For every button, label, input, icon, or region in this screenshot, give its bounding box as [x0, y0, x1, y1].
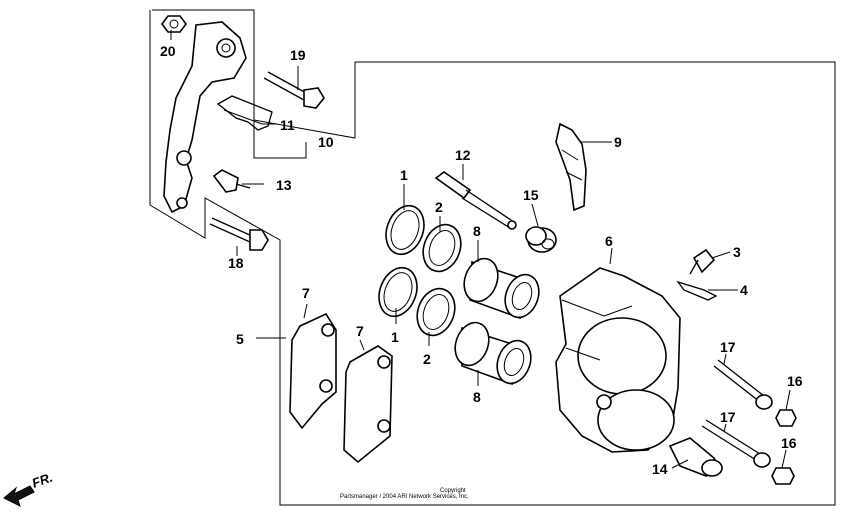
pad-retainer — [555, 122, 587, 212]
callout-3: 3 — [733, 244, 741, 260]
callout-11: 11 — [280, 117, 295, 133]
callout-20: 20 — [160, 43, 176, 59]
copyright-notice: Copyright Partsmanager / 2004 ARI Networ… — [340, 488, 469, 500]
callout-9: 9 — [614, 134, 622, 150]
callout-2a: 2 — [435, 199, 443, 215]
callout-7b: 7 — [356, 323, 364, 339]
callout-8a: 8 — [473, 223, 481, 239]
callout-4: 4 — [740, 282, 748, 298]
callout-17b: 17 — [720, 409, 736, 425]
callout-1a: 1 — [400, 167, 408, 183]
callout-13: 13 — [276, 177, 292, 193]
callout-16b: 16 — [781, 435, 797, 451]
caliper-pin-bolt — [434, 171, 517, 230]
callout-12: 12 — [455, 147, 471, 163]
callout-18: 18 — [228, 255, 244, 271]
callout-2b: 2 — [423, 351, 431, 367]
pin-nuts — [771, 409, 797, 485]
callout-14: 14 — [652, 461, 668, 477]
leader-lines — [170, 30, 791, 469]
bracket-nut — [161, 15, 187, 33]
front-direction-label: FR. — [30, 470, 55, 491]
callout-6: 6 — [605, 233, 613, 249]
pad-pins — [701, 359, 773, 468]
caliper-pistons — [454, 257, 540, 386]
callout-5: 5 — [236, 331, 244, 347]
front-arrow-icon — [3, 485, 35, 507]
bleed-valve-and-cap — [676, 248, 718, 301]
front-direction-indicator: FR. — [3, 470, 55, 507]
pin-boot — [525, 226, 557, 253]
assembly-frame — [149, 9, 836, 506]
brake-pads — [289, 312, 393, 464]
piston-seals — [378, 204, 462, 337]
bracket-bolt-upper — [263, 71, 325, 109]
caliper-bracket — [163, 21, 247, 214]
pad-spring-clip — [216, 95, 273, 131]
callout-15: 15 — [523, 187, 539, 203]
copyright-line-2: Partsmanager / 2004 ARI Network Services… — [340, 494, 469, 500]
callout-1b: 1 — [391, 329, 399, 345]
caliper-body — [555, 267, 681, 453]
caliper-mount-bolt — [668, 437, 723, 477]
bracket-bolt-lower — [209, 217, 269, 251]
callout-7a: 7 — [302, 285, 310, 301]
callout-16a: 16 — [787, 373, 803, 389]
callout-labels: 20 19 11 10 13 18 5 7 7 1 1 2 2 8 8 12 1… — [160, 43, 803, 477]
callout-10: 10 — [318, 134, 334, 150]
callout-19: 19 — [290, 47, 306, 63]
callout-8b: 8 — [473, 389, 481, 405]
bleeder-screw — [212, 169, 251, 193]
callout-17a: 17 — [720, 339, 736, 355]
copyright-line-1: Copyright — [440, 488, 466, 494]
